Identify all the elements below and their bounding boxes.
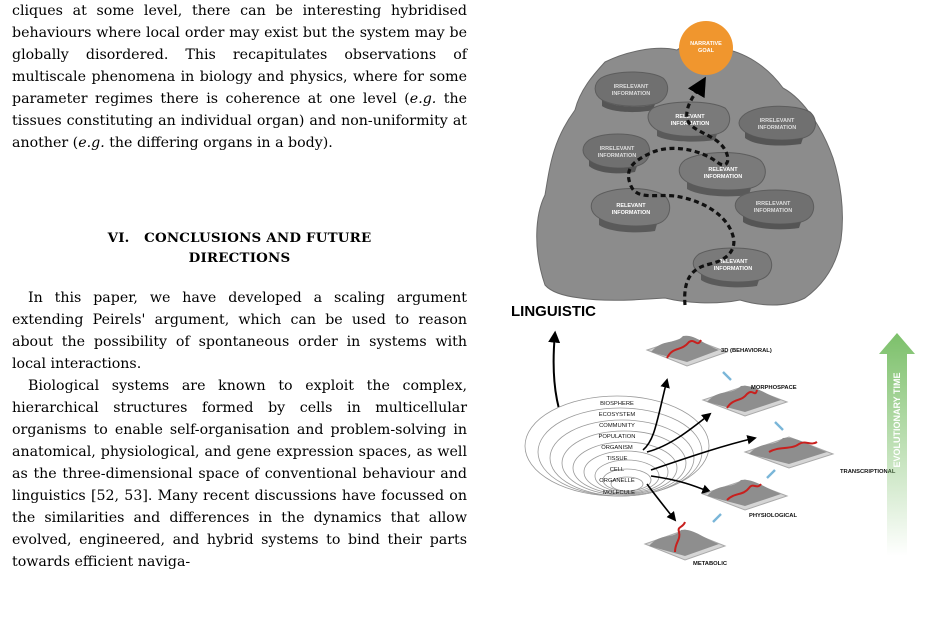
section-heading: VI. CONCLUSIONS AND FUTURE DIRECTIONS [12, 228, 467, 268]
scale-label: ECOSYSTEM [599, 412, 636, 418]
linguistic-label: LINGUISTIC [511, 303, 596, 320]
space-label: MORPHOSPACE [751, 385, 797, 391]
scale-label: COMMUNITY [599, 423, 635, 429]
scale-label: POPULATION [599, 434, 636, 440]
landscape-panel [645, 335, 729, 367]
island: IRRELEVANT INFORMATION [738, 105, 816, 146]
island-label: IRRELEVANT [756, 201, 791, 207]
scale-label: TISSUE [607, 456, 628, 462]
section-number: VI. [107, 230, 130, 246]
island-label: RELEVANT [675, 114, 705, 120]
island: RELEVANT INFORMATION [692, 247, 773, 288]
island-label: INFORMATION [714, 266, 752, 272]
island: IRRELEVANT INFORMATION [594, 71, 669, 113]
scale-label: MOLECULE [603, 490, 635, 496]
evolutionary-time-arrow [879, 333, 915, 556]
space-label: TRANSCRIPTIONAL [840, 469, 896, 475]
island-label: INFORMATION [754, 208, 792, 214]
space-label: METABOLIC [693, 561, 728, 567]
island-label: INFORMATION [704, 174, 742, 180]
goal-label-1: NARRATIVE [690, 41, 722, 47]
scale-label: ORGANELLE [599, 478, 635, 484]
paragraph-2: In this paper, we have developed a scali… [12, 290, 467, 373]
island-label: IRRELEVANT [760, 118, 795, 124]
island: IRRELEVANT INFORMATION [582, 133, 651, 174]
island-label: INFORMATION [758, 125, 796, 131]
space-label: 3D (BEHAVIORAL) [721, 348, 772, 354]
goal-label-2: GOAL [698, 48, 715, 54]
intro-text-part3: the differing organs in a body). [104, 135, 333, 152]
island: RELEVANT INFORMATION [590, 188, 671, 233]
space-label: PHYSIOLOGICAL [749, 513, 797, 519]
scale-arrows [642, 378, 757, 522]
landscape-panel [701, 479, 789, 511]
intro-eg-2: e.g. [78, 135, 105, 152]
evolutionary-time-label: EVOLUTIONARY TIME [892, 372, 902, 467]
island-label: IRRELEVANT [614, 84, 649, 90]
section-title-line1: CONCLUSIONS AND FUTURE [144, 230, 372, 246]
section-title-line2: DIRECTIONS [188, 250, 291, 266]
connection-arrows [712, 371, 784, 523]
island: IRRELEVANT INFORMATION [734, 189, 815, 230]
intro-text-part2: the tissues constituting an individual o… [12, 91, 468, 152]
island-label: RELEVANT [718, 259, 748, 265]
intro-paragraph: cliques at some level, there can be inte… [12, 0, 467, 154]
intro-text-part1: cliques at some level, there can be inte… [12, 3, 467, 108]
island: RELEVANT INFORMATION [678, 152, 766, 197]
landscape-panel [743, 436, 835, 469]
island-label: INFORMATION [612, 210, 650, 216]
scale-label: ORGANISM [601, 445, 633, 451]
figure: NARRATIVE GOAL IRRELEVANT INFORMATION RE… [505, 0, 931, 626]
intro-eg-1: e.g. [409, 91, 437, 108]
island-label: INFORMATION [598, 153, 636, 159]
landscape-panel [701, 385, 789, 417]
path-to-goal [626, 76, 736, 306]
goal-circle [679, 21, 733, 75]
island-label: RELEVANT [708, 167, 738, 173]
left-text-column: cliques at some level, there can be inte… [12, 0, 467, 571]
figure-svg: NARRATIVE GOAL IRRELEVANT INFORMATION RE… [511, 21, 915, 567]
island-label: IRRELEVANT [600, 146, 635, 152]
scale-label: BIOSPHERE [600, 401, 634, 407]
landscape-panel [643, 521, 727, 561]
paragraph-3: Biological systems are known to exploit … [12, 378, 467, 571]
scale-label: CELL [610, 467, 625, 473]
island-label: INFORMATION [612, 91, 650, 97]
island-label: RELEVANT [616, 203, 646, 209]
